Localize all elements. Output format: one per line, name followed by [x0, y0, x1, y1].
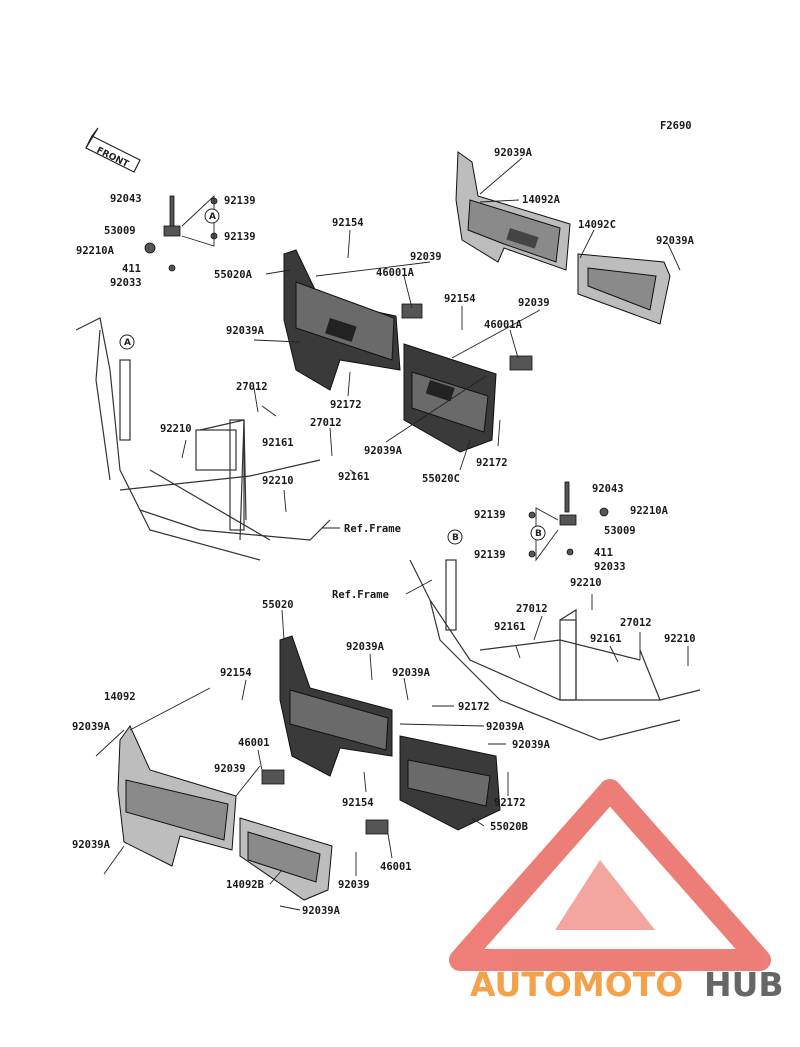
- part-labels: 92039A 14092A 14092C 92039A 92043 92139 …: [72, 147, 696, 917]
- label-92039A-b3: 92039A: [72, 721, 111, 733]
- label-92043-b: 92043: [592, 483, 624, 495]
- label-27012-mid: 27012: [310, 417, 342, 429]
- panel-14092A: [455, 151, 571, 271]
- label-92039A-mid: 92039A: [226, 325, 265, 337]
- marker-a-top-label: A: [209, 212, 216, 222]
- label-53009-b: 53009: [604, 525, 636, 537]
- label-27012-b: 27012: [516, 603, 548, 615]
- label-53009: 53009: [104, 225, 136, 237]
- label-92154-top: 92154: [332, 217, 364, 229]
- label-92039-mid: 92039: [518, 297, 550, 309]
- label-46001A-mid: 46001A: [484, 319, 523, 331]
- label-92139-d: 92139: [474, 549, 506, 561]
- label-92039A-b7: 92039A: [302, 905, 341, 917]
- label-55020B: 55020B: [490, 821, 528, 833]
- label-92039A-mm: 92039A: [364, 445, 403, 457]
- label-92039A-b2: 92039A: [392, 667, 431, 679]
- label-55020A: 55020A: [214, 269, 253, 281]
- label-ref-frame-2: Ref.Frame: [332, 589, 389, 601]
- label-55020: 55020: [262, 599, 294, 611]
- marker-a-frame: [119, 334, 135, 350]
- label-92039A-b4: 92039A: [486, 721, 525, 733]
- label-27012-c: 27012: [620, 617, 652, 629]
- label-92139-c: 92139: [474, 509, 506, 521]
- panel-55020B: [399, 735, 501, 831]
- watermark-text: AUTOMOTO HUB: [470, 965, 784, 1004]
- label-46001-b2: 46001: [380, 861, 412, 873]
- label-92210-mid: 92210: [262, 475, 294, 487]
- watermark-logo: [449, 779, 771, 971]
- panel-14092B: [239, 817, 333, 901]
- marker-a-frame-label: A: [124, 338, 131, 348]
- label-92161-b: 92161: [494, 621, 526, 633]
- label-92154-mid: 92154: [444, 293, 476, 305]
- label-27012-left: 27012: [236, 381, 268, 393]
- marker-a-top: [204, 208, 220, 224]
- label-92039A-b5: 92039A: [512, 739, 551, 751]
- label-92154-b: 92154: [220, 667, 252, 679]
- label-46001-b: 46001: [238, 737, 270, 749]
- label-92043: 92043: [110, 193, 142, 205]
- label-92161-left: 92161: [262, 437, 294, 449]
- label-92039A-b6: 92039A: [72, 839, 111, 851]
- panel-55020C: [403, 343, 497, 453]
- label-92172-mid: 92172: [330, 399, 362, 411]
- panel-55020A: [283, 249, 401, 391]
- label-92210-right: 92210: [570, 577, 602, 589]
- label-92039A-b1: 92039A: [346, 641, 385, 653]
- bracket-46001-a: [261, 769, 285, 785]
- label-92039-b: 92039: [214, 763, 246, 775]
- label-92210-left: 92210: [160, 423, 192, 435]
- label-92139-b: 92139: [224, 231, 256, 243]
- label-92172-b2: 92172: [494, 797, 526, 809]
- panel-14092: [117, 725, 237, 867]
- label-92039-b2: 92039: [338, 879, 370, 891]
- marker-b-top: [530, 525, 546, 541]
- panel-14092C: [577, 253, 671, 325]
- front-arrow-icon: FRONT: [85, 127, 141, 173]
- label-92210A-b: 92210A: [630, 505, 669, 517]
- bracket-46001-b: [365, 819, 389, 835]
- watermark-text-hub: HUB: [704, 965, 784, 1004]
- hardware-group-a: [144, 194, 218, 272]
- label-92210A: 92210A: [76, 245, 115, 257]
- frame-lower: [409, 559, 701, 741]
- label-14092B: 14092B: [226, 879, 264, 891]
- marker-b-frame: [447, 529, 463, 545]
- label-92033: 92033: [110, 277, 142, 289]
- label-92039-top: 92039: [410, 251, 442, 263]
- label-92172-b1: 92172: [458, 701, 490, 713]
- bracket-46001A-top: [401, 303, 423, 319]
- label-411: 411: [122, 263, 141, 275]
- label-92161-mid: 92161: [338, 471, 370, 483]
- label-14092A: 14092A: [522, 194, 561, 206]
- marker-b-top-label: B: [535, 529, 542, 539]
- marker-b-frame-label: B: [452, 533, 459, 543]
- label-14092C: 14092C: [578, 219, 616, 231]
- label-92139-a: 92139: [224, 195, 256, 207]
- panel-55020: [279, 635, 393, 777]
- label-92039A-top: 92039A: [494, 147, 533, 159]
- figure-code: F2690: [660, 120, 692, 132]
- label-411-b: 411: [594, 547, 613, 559]
- label-92033-b: 92033: [594, 561, 626, 573]
- hardware-group-b: [528, 481, 609, 562]
- label-92039A-right: 92039A: [656, 235, 695, 247]
- leader-lines: [95, 157, 689, 911]
- frame-upper: [75, 317, 331, 561]
- label-14092: 14092: [104, 691, 136, 703]
- label-ref-frame-1: Ref.Frame: [344, 523, 401, 535]
- watermark-text-main: AUTOMOTO: [470, 965, 683, 1004]
- label-92154-b2: 92154: [342, 797, 374, 809]
- label-55020C: 55020C: [422, 473, 460, 485]
- label-92210-c: 92210: [664, 633, 696, 645]
- bracket-46001A-mid: [509, 355, 533, 371]
- label-46001A-top: 46001A: [376, 267, 415, 279]
- label-92161-c: 92161: [590, 633, 622, 645]
- label-92172-right: 92172: [476, 457, 508, 469]
